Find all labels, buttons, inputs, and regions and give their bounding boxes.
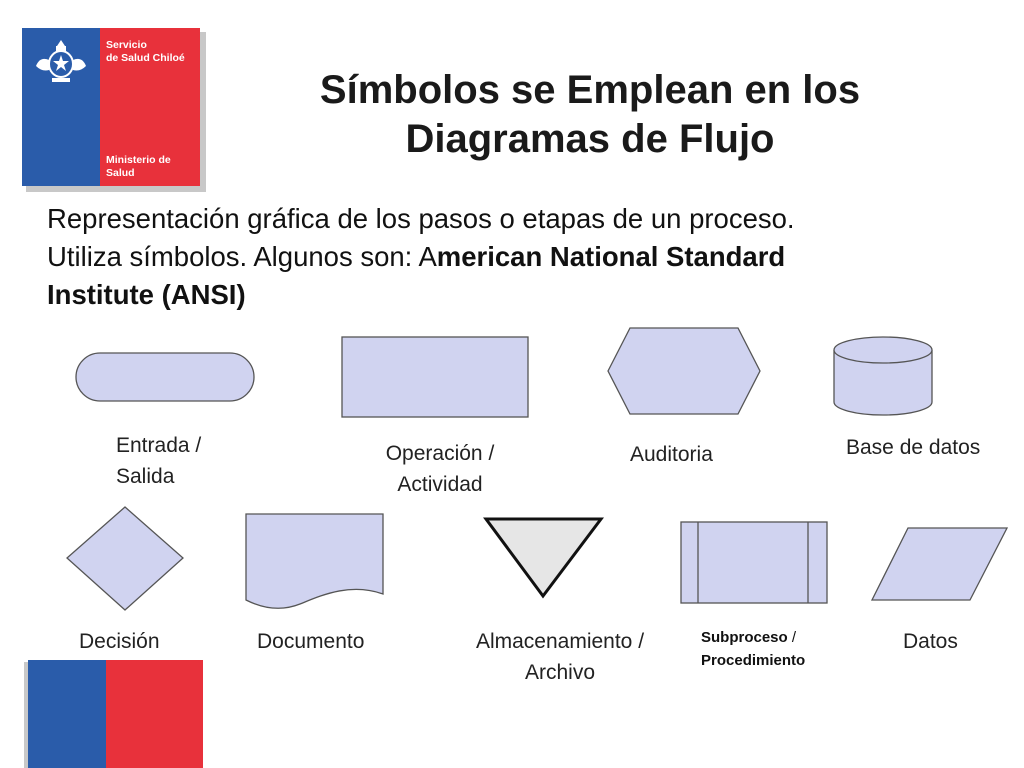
bottom-flag-block	[24, 660, 203, 768]
label-entrada-line1: Entrada /	[116, 434, 202, 457]
ministry-logo: Servicio de Salud Chiloé Ministerio de S…	[22, 28, 206, 192]
logo-text-salud-chiloe: de Salud Chiloé	[106, 52, 185, 64]
subprocess-shape	[680, 521, 828, 604]
label-operacion-line2: Actividad	[397, 473, 483, 496]
process-shape	[341, 336, 529, 418]
label-subproceso-line2: Procedimiento	[701, 652, 806, 669]
title-line-2: Diagramas de Flujo	[405, 117, 775, 161]
label-entrada-line2: Salida	[116, 465, 175, 488]
intro-text: Representación gráfica de los pasos o et…	[47, 200, 997, 314]
label-subproceso-line1: Subproceso	[701, 629, 788, 646]
intro-line-3-bold: Institute (ANSI)	[47, 279, 246, 310]
slide-title: Símbolos se Emplean en los Diagramas de …	[240, 66, 940, 164]
label-almacenamiento-line2: Archivo	[524, 661, 596, 684]
bottom-flag-blue	[28, 660, 106, 768]
label-almacenamiento-archivo: Almacenamiento / Archivo	[450, 626, 670, 688]
database-cylinder-top	[833, 336, 933, 364]
data-parallelogram-shape	[870, 527, 1009, 601]
terminal-shape	[75, 352, 255, 402]
label-entrada-salida: Entrada / Salida	[116, 430, 201, 492]
decision-diamond-shape	[66, 506, 184, 611]
intro-line-1: Representación gráfica de los pasos o et…	[47, 203, 795, 234]
label-almacenamiento-line1: Almacenamiento /	[475, 630, 645, 653]
intro-line-2-bold: merican National Standard	[436, 241, 786, 272]
label-operacion-actividad: Operación / Actividad	[350, 438, 530, 500]
label-subproceso-slash: /	[787, 629, 797, 646]
logo-blue-panel	[22, 28, 100, 186]
logo-text-salud: Salud	[106, 167, 135, 179]
label-subproceso-procedimiento: Subproceso / Procedimiento	[701, 626, 805, 672]
document-shape	[245, 513, 384, 610]
logo-red-panel	[100, 28, 200, 186]
bottom-flag-red	[106, 660, 203, 768]
database-cylinder-shape	[833, 350, 933, 416]
intro-line-2-prefix: Utiliza símbolos. Algunos son: A	[47, 241, 437, 272]
label-operacion-line1: Operación /	[385, 442, 495, 465]
bottom-flag-shadow	[24, 662, 28, 768]
label-datos: Datos	[903, 630, 958, 653]
audit-hexagon-shape	[607, 327, 761, 415]
label-documento: Documento	[257, 630, 365, 653]
storage-triangle-shape	[483, 517, 605, 599]
title-line-1: Símbolos se Emplean en los	[319, 68, 861, 112]
label-decision: Decisión	[79, 630, 160, 653]
logo-text-ministerio: Ministerio de	[106, 154, 171, 166]
coat-of-arms-icon	[36, 40, 86, 82]
label-auditoria: Auditoria	[630, 443, 713, 466]
logo-text-servicio: Servicio	[106, 39, 147, 51]
label-base-de-datos: Base de datos	[846, 436, 981, 459]
